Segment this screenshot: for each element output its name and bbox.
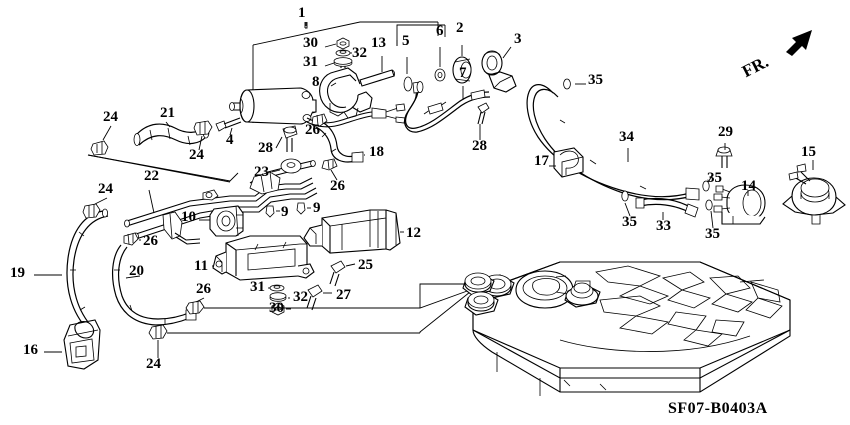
callout-7: 7 xyxy=(459,65,467,81)
callout-8: 8 xyxy=(312,74,320,90)
hose-clip-24-d xyxy=(148,324,420,358)
callout-24-c: 24 xyxy=(98,181,113,197)
fuel-hose-21 xyxy=(133,121,210,146)
callout-26-d: 26 xyxy=(143,233,158,249)
fuel-hose-19 xyxy=(34,208,109,331)
callout-10: 10 xyxy=(181,209,196,225)
callout-32-lower: 32 xyxy=(293,289,308,305)
callout-31-lower: 31 xyxy=(250,279,265,295)
fuel-cut-valve-15 xyxy=(782,160,846,225)
callout-2: 2 xyxy=(456,20,464,36)
callout-11: 11 xyxy=(194,258,209,274)
pipe-insulator-10 xyxy=(199,205,244,237)
diagram-part-code: SF07-B0403A xyxy=(668,400,768,417)
callout-28-a: 28 xyxy=(258,140,273,156)
callout-30-upper: 30 xyxy=(303,35,318,51)
bolt-25 xyxy=(329,260,356,287)
callout-16: 16 xyxy=(23,342,38,358)
callout-34: 34 xyxy=(619,129,634,145)
callout-19: 19 xyxy=(10,265,25,281)
callout-14: 14 xyxy=(741,178,756,194)
callout-9-a: 9 xyxy=(281,204,289,220)
fuel-pump-body xyxy=(229,87,406,128)
hose-holder-17 xyxy=(549,147,584,178)
callout-21: 21 xyxy=(160,105,175,121)
lower-hardware xyxy=(268,284,291,316)
callout-26-a: 26 xyxy=(305,122,320,138)
callout-29: 29 xyxy=(718,124,733,140)
tube-joint-29 xyxy=(715,143,733,168)
callout-17: 17 xyxy=(534,153,549,169)
heat-shield-12 xyxy=(303,209,404,254)
callout-12: 12 xyxy=(406,225,421,241)
callout-32-upper: 32 xyxy=(352,45,367,61)
pump-bracket-11 xyxy=(212,235,315,281)
callout-35-c: 35 xyxy=(622,214,637,230)
fuel-hose-20 xyxy=(111,244,197,326)
callout-6: 6 xyxy=(436,23,444,39)
hose-bracket-16 xyxy=(44,319,101,370)
callout-15: 15 xyxy=(801,144,816,160)
tank-connection-leaders xyxy=(204,283,471,333)
bolt-28-b xyxy=(477,102,490,140)
callout-27: 27 xyxy=(336,287,351,303)
callout-26-c: 26 xyxy=(196,281,211,297)
washers-and-mounts xyxy=(403,45,517,133)
vacuum-hose-33 xyxy=(621,174,714,229)
hose-clip-26-d xyxy=(123,232,141,246)
callout-30-lower: 30 xyxy=(269,300,284,316)
fuel-hose-18 xyxy=(311,113,365,181)
callout-13: 13 xyxy=(371,35,386,51)
callout-3: 3 xyxy=(514,31,522,47)
callout-1: 1 xyxy=(298,5,306,21)
callout-28-b: 28 xyxy=(472,138,487,154)
callout-33: 33 xyxy=(656,218,671,234)
callout-23: 23 xyxy=(254,164,269,180)
vacuum-hose-34 xyxy=(526,78,700,201)
pump-clamp-band-8 xyxy=(319,37,373,119)
callout-9-b: 9 xyxy=(313,200,321,216)
bolt-27 xyxy=(306,284,332,311)
leader-long-22 xyxy=(87,154,239,214)
callout-24-b: 24 xyxy=(189,147,204,163)
callout-4: 4 xyxy=(226,132,234,148)
solenoid-valve-14 xyxy=(713,184,766,225)
hose-clip-24-b xyxy=(193,120,213,151)
grommets-9 xyxy=(265,202,311,218)
callout-24-d: 24 xyxy=(146,356,161,372)
leader-lines-top-hardware xyxy=(324,43,352,87)
callout-5: 5 xyxy=(402,33,410,49)
callout-24-a: 24 xyxy=(103,109,118,125)
callout-35-a: 35 xyxy=(588,72,603,88)
callout-35-d: 35 xyxy=(705,226,720,242)
fuel-tank xyxy=(462,261,791,396)
washer-23 xyxy=(271,158,302,174)
bolt-4 xyxy=(215,117,242,136)
hose-clip-24-c xyxy=(82,197,108,219)
fuel-pipe-13 xyxy=(359,56,395,87)
callout-20: 20 xyxy=(129,263,144,279)
bolt-28-a xyxy=(275,125,298,152)
callout-25: 25 xyxy=(358,257,373,273)
callout-22: 22 xyxy=(144,168,159,184)
callout-35-b: 35 xyxy=(707,170,722,186)
callout-26-b: 26 xyxy=(330,178,345,194)
front-arrow-icon xyxy=(786,30,812,56)
callout-18: 18 xyxy=(369,144,384,160)
hose-clip-24-a xyxy=(90,125,112,156)
callout-31-upper: 31 xyxy=(303,54,318,70)
